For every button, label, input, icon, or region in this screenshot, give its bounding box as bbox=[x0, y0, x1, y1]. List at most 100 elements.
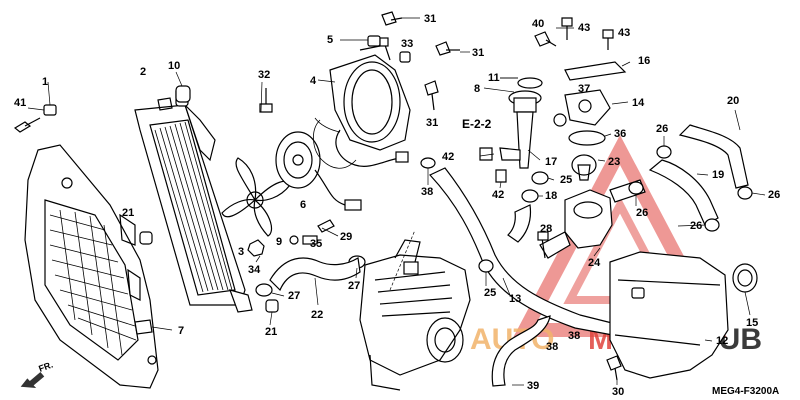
callout-21-lower: 21 bbox=[265, 326, 277, 338]
callout-26-d: 26 bbox=[690, 220, 702, 232]
breather-hose-39 bbox=[491, 315, 551, 387]
callout-10: 10 bbox=[168, 60, 180, 72]
callout-16: 16 bbox=[638, 55, 650, 67]
callout-31-lower: 31 bbox=[426, 117, 438, 129]
callout-11: 11 bbox=[488, 72, 500, 84]
nut-34 bbox=[247, 239, 265, 257]
bolt-41 bbox=[13, 117, 41, 133]
callout-32: 32 bbox=[258, 69, 270, 81]
callout-3: 3 bbox=[238, 246, 244, 258]
upper-hose-20 bbox=[678, 124, 749, 189]
cooling-fan-motor bbox=[275, 131, 362, 211]
callout-14: 14 bbox=[632, 97, 645, 109]
radiator-mount-rubber bbox=[175, 71, 191, 103]
clip-25-lower bbox=[478, 259, 494, 273]
hose-clamp-26-b bbox=[737, 186, 753, 200]
callout-25-upper: 25 bbox=[560, 174, 572, 186]
cooling-fan-blade bbox=[221, 157, 291, 237]
temperature-sensor bbox=[289, 219, 339, 245]
callout-41: 41 bbox=[14, 97, 26, 109]
callout-34: 34 bbox=[248, 264, 261, 276]
callout-18: 18 bbox=[545, 190, 557, 202]
callout-27-right: 27 bbox=[348, 280, 360, 292]
callout-leaders bbox=[27, 17, 766, 386]
hose-clamp-26-a bbox=[656, 145, 672, 159]
bolt-43-left bbox=[561, 17, 573, 40]
callout-28: 28 bbox=[540, 223, 552, 235]
upper-hose-19 bbox=[648, 159, 719, 226]
callout-27-left: 27 bbox=[288, 290, 300, 302]
diagram-code: MEG4-F3200A bbox=[712, 386, 779, 397]
bolt-32 bbox=[259, 88, 273, 113]
thermostat-cover-14 bbox=[564, 89, 611, 126]
callout-12: 12 bbox=[716, 335, 728, 347]
engine-block bbox=[359, 229, 471, 391]
filler-neck bbox=[499, 90, 542, 169]
lower-radiator-hose bbox=[269, 257, 361, 306]
clip-18 bbox=[521, 189, 539, 203]
grommet-21-lower bbox=[265, 299, 279, 313]
front-direction-marker bbox=[20, 372, 45, 389]
callout-30: 30 bbox=[612, 386, 624, 398]
bolt-28 bbox=[537, 231, 549, 259]
section-reference: E-2-2 bbox=[462, 117, 492, 131]
reserve-tank bbox=[609, 251, 729, 379]
bracket-16 bbox=[564, 61, 631, 81]
bolt-40 bbox=[534, 31, 557, 47]
callout-42-lower: 42 bbox=[492, 189, 504, 201]
radiator-core bbox=[134, 87, 253, 313]
callout-5: 5 bbox=[327, 34, 333, 46]
clip-5 bbox=[367, 35, 389, 47]
callout-6: 6 bbox=[300, 199, 306, 211]
bolt-30 bbox=[606, 355, 622, 381]
bolt-31-lower bbox=[424, 80, 439, 111]
thermostat-23 bbox=[571, 154, 597, 181]
callout-43-left: 43 bbox=[578, 22, 590, 34]
callout-31-middle: 31 bbox=[472, 47, 484, 59]
bolt-42-lower bbox=[495, 169, 507, 183]
callout-42-upper: 42 bbox=[442, 151, 454, 163]
callout-2: 2 bbox=[140, 66, 146, 78]
clip-38-upper bbox=[420, 157, 436, 169]
callout-13: 13 bbox=[509, 293, 521, 305]
fan-shroud bbox=[314, 44, 411, 167]
bolt-42-upper bbox=[479, 147, 493, 161]
reserve-tank-cap bbox=[732, 263, 758, 316]
callout-17: 17 bbox=[545, 156, 557, 168]
callout-7: 7 bbox=[178, 325, 184, 337]
callout-38-upper: 38 bbox=[421, 186, 433, 198]
grommet-21-upper bbox=[139, 231, 153, 245]
callout-19: 19 bbox=[712, 169, 724, 181]
hose-clamp-26-d bbox=[704, 218, 720, 232]
callout-29: 29 bbox=[340, 231, 352, 243]
nut-33 bbox=[399, 51, 411, 63]
callout-38-right: 38 bbox=[568, 330, 580, 342]
filler-gasket-36 bbox=[568, 130, 606, 146]
callout-43-right: 43 bbox=[618, 27, 630, 39]
fan-motor-wire bbox=[313, 119, 357, 169]
callout-1: 1 bbox=[42, 76, 48, 88]
callout-38-left: 38 bbox=[546, 341, 558, 353]
hose-clamp-26-c bbox=[628, 181, 644, 195]
callout-20: 20 bbox=[727, 95, 739, 107]
callout-23: 23 bbox=[608, 156, 620, 168]
callout-33: 33 bbox=[401, 38, 413, 50]
callout-9: 9 bbox=[276, 236, 282, 248]
front-direction-label: FR. bbox=[37, 360, 54, 374]
bracket-7 bbox=[134, 319, 173, 335]
o-ring-37 bbox=[553, 113, 567, 127]
bolt-31-middle bbox=[435, 41, 460, 56]
callout-25-lower: 25 bbox=[484, 287, 496, 299]
callout-24: 24 bbox=[588, 257, 601, 269]
callout-15: 15 bbox=[746, 317, 758, 329]
callout-37: 37 bbox=[578, 83, 590, 95]
clip-25-upper bbox=[531, 171, 549, 185]
callout-35: 35 bbox=[310, 238, 322, 250]
radiator-cap bbox=[500, 77, 543, 89]
callout-22: 22 bbox=[311, 309, 323, 321]
callout-36: 36 bbox=[614, 128, 626, 140]
callout-31-top: 31 bbox=[424, 13, 436, 25]
callout-8: 8 bbox=[474, 83, 480, 95]
